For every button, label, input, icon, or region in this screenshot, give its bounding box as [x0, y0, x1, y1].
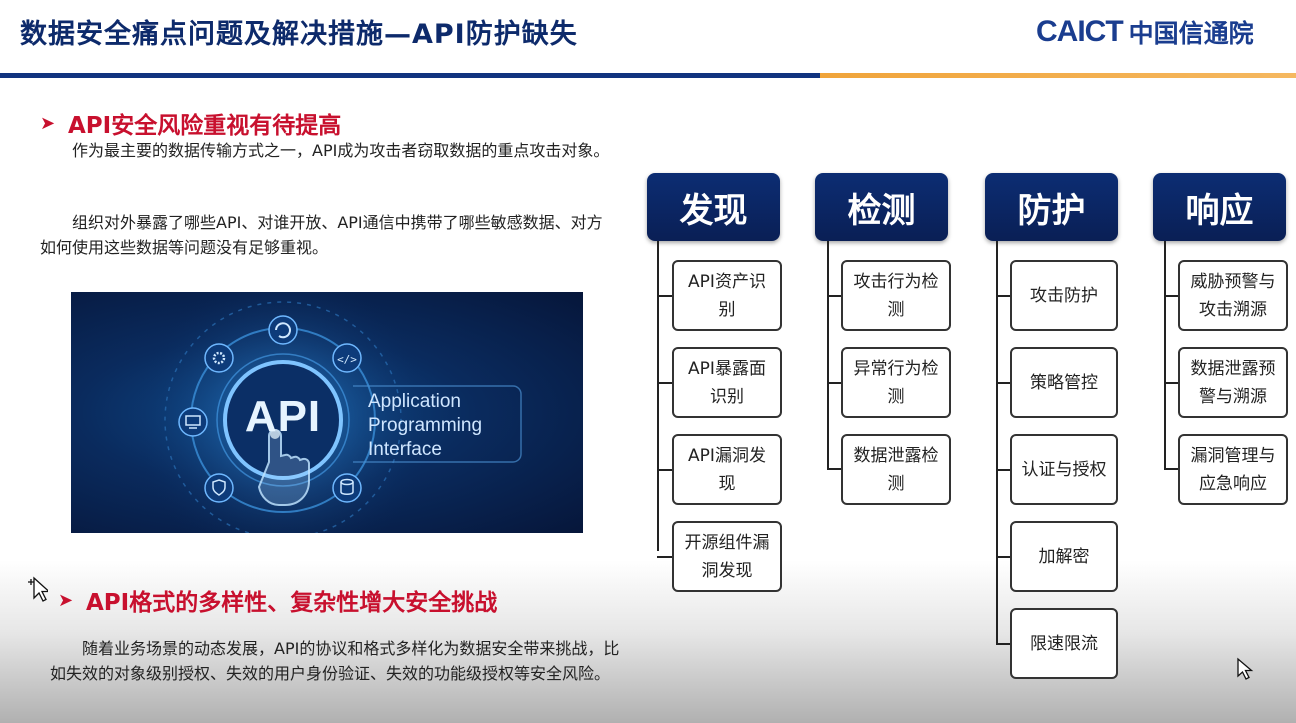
refresh-icon — [268, 315, 298, 345]
item-encryption: 加解密 — [1010, 521, 1118, 592]
col3-branch — [996, 382, 1011, 384]
col4-branch — [1164, 468, 1179, 470]
title-rule-orange — [820, 73, 1296, 78]
section1-para2: 组织对外暴露了哪些API、对谁开放、API通信中携带了哪些敏感数据、对方如何使用… — [40, 213, 603, 257]
api-caption-line: Programming — [368, 415, 483, 436]
mouse-pointer-icon — [1237, 657, 1254, 680]
col1-branch — [657, 295, 673, 297]
col-head-respond: 响应 — [1153, 173, 1286, 241]
item-abnormal-behavior-detection: 异常行为检测 — [841, 347, 951, 418]
col2-branch — [827, 468, 842, 470]
col1-branch — [657, 556, 673, 558]
col2-branch — [827, 295, 842, 297]
arrow-right-icon: ➤ — [58, 589, 74, 611]
col4-branch — [1164, 382, 1179, 384]
api-caption-line: Interface — [368, 439, 442, 460]
section2-heading-text: API格式的多样性、复杂性增大安全挑战 — [86, 590, 498, 616]
section1-heading: ➤ API安全风险重视有待提高 — [40, 106, 341, 140]
hand-pointer-icon — [257, 429, 310, 506]
shield-icon — [204, 473, 234, 503]
col-head-protect: 防护 — [985, 173, 1118, 241]
api-illustration: </> API Application Programming Interfac… — [71, 292, 583, 533]
monitor-icon — [178, 407, 208, 437]
api-caption: Application Programming Interface — [368, 390, 482, 462]
item-authentication-authorization: 认证与授权 — [1010, 434, 1118, 505]
col3-branch — [996, 295, 1011, 297]
item-threat-warning-tracing: 威胁预警与攻击溯源 — [1178, 260, 1288, 331]
item-api-asset-discovery: API资产识别 — [672, 260, 782, 331]
section1-heading-text: API安全风险重视有待提高 — [68, 113, 342, 139]
gear-icon — [204, 343, 234, 373]
col2-trunk — [827, 241, 829, 469]
arrow-right-icon: ➤ — [40, 112, 56, 134]
item-data-leak-warning-tracing: 数据泄露预警与溯源 — [1178, 347, 1288, 418]
col-head-detect: 检测 — [815, 173, 948, 241]
code-icon: </> — [332, 343, 362, 373]
col3-branch — [996, 469, 1011, 471]
item-api-vulnerability-discovery: API漏洞发现 — [672, 434, 782, 505]
col3-branch — [996, 556, 1011, 558]
item-attack-behavior-detection: 攻击行为检测 — [841, 260, 951, 331]
api-caption-line: Application — [368, 391, 461, 412]
caict-logo: CAICT 中国信通院 — [1036, 12, 1254, 52]
col3-trunk — [996, 241, 998, 644]
section2-para: 随着业务场景的动态发展，API的协议和格式多样化为数据安全带来挑战，比如失效的对… — [50, 639, 620, 683]
logo-cn: 中国信通院 — [1128, 19, 1254, 48]
section2-heading: ➤ API格式的多样性、复杂性增大安全挑战 — [58, 583, 497, 617]
item-data-leak-detection: 数据泄露检测 — [841, 434, 951, 505]
move-cursor-icon — [28, 576, 48, 602]
logo-en: CAICT — [1036, 15, 1124, 48]
item-attack-protection: 攻击防护 — [1010, 260, 1118, 331]
item-rate-limiting: 限速限流 — [1010, 608, 1118, 679]
col-head-discover: 发现 — [647, 173, 780, 241]
col4-trunk — [1164, 241, 1166, 469]
col1-branch — [657, 382, 673, 384]
svg-text:</>: </> — [337, 353, 357, 366]
section1-para1: 作为最主要的数据传输方式之一，API成为攻击者窃取数据的重点攻击对象。 — [72, 141, 610, 160]
col4-branch — [1164, 295, 1179, 297]
slide-title: 数据安全痛点问题及解决措施—API防护缺失 — [20, 19, 578, 50]
col1-trunk — [657, 241, 659, 551]
api-center-text: API — [244, 392, 322, 441]
col2-branch — [827, 382, 842, 384]
title-rule-blue — [0, 73, 820, 78]
col3-branch — [996, 643, 1011, 645]
item-policy-control: 策略管控 — [1010, 347, 1118, 418]
item-open-source-vulnerability: 开源组件漏洞发现 — [672, 521, 782, 592]
col1-branch — [657, 469, 673, 471]
database-icon — [332, 473, 362, 503]
item-vulnerability-management-response: 漏洞管理与应急响应 — [1178, 434, 1288, 505]
item-api-exposure-identification: API暴露面识别 — [672, 347, 782, 418]
